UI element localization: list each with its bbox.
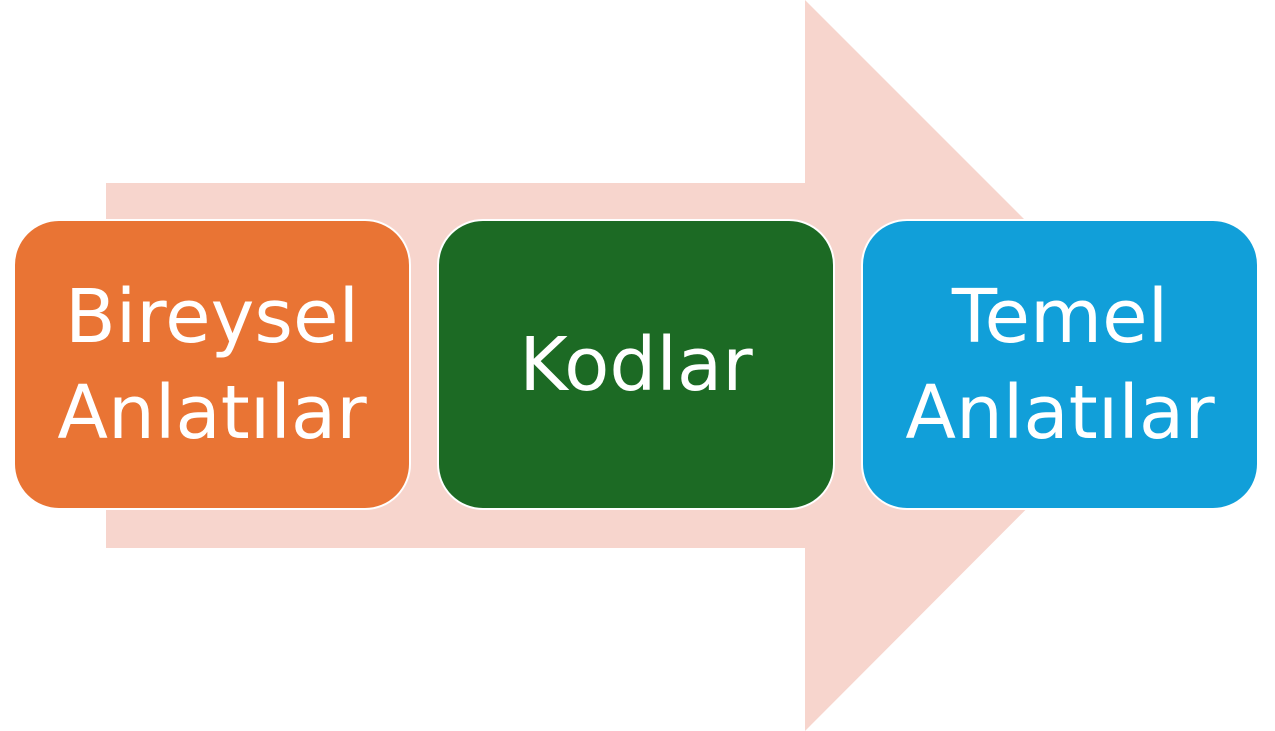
step-1-line-1: Bireysel <box>64 273 360 360</box>
step-box-kodlar: Kodlar <box>437 219 835 510</box>
step-2-line-1: Kodlar <box>519 321 753 408</box>
step-1-line-2: Anlatılar <box>57 369 367 456</box>
step-3-line-1: Temel <box>951 273 1169 360</box>
step-box-bireysel-anlatilar: Bireysel Anlatılar <box>13 219 411 510</box>
step-box-temel-anlatilar: Temel Anlatılar <box>861 219 1259 510</box>
step-3-line-2: Anlatılar <box>905 369 1215 456</box>
